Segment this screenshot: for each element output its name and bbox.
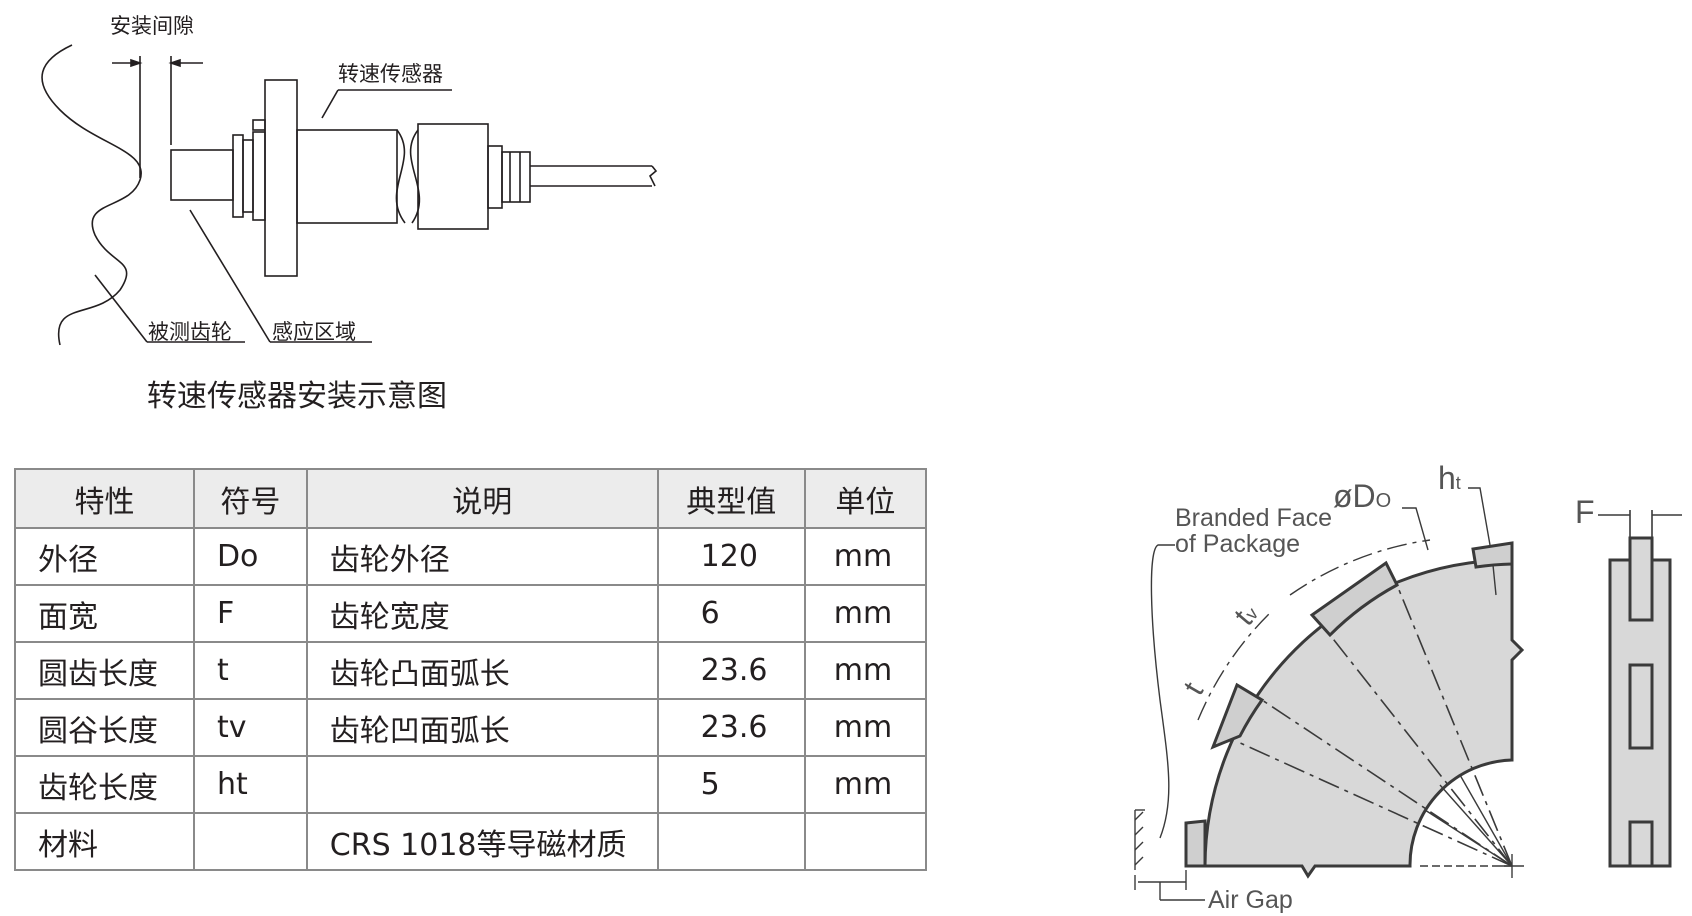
cell-description: 齿轮宽度 [305, 584, 659, 643]
cell-property: 圆齿长度 [14, 641, 195, 700]
gear-wave-outline [41, 44, 142, 346]
cell-unit: mm [803, 641, 928, 700]
table-row: 外径 Do 齿轮外径 120 mm [14, 527, 928, 586]
air-gap-label: Air Gap [1208, 886, 1293, 914]
diameter-symbol: øD [1333, 478, 1376, 514]
cell-property: 齿轮长度 [14, 755, 195, 814]
cell-symbol: tv [192, 698, 308, 757]
cell-symbol: F [192, 584, 308, 643]
cell-value [656, 812, 806, 871]
header-symbol: 符号 [192, 468, 308, 529]
cell-value: 5 [656, 755, 806, 814]
cell-description: 齿轮外径 [305, 527, 659, 586]
cell-symbol: t [192, 641, 308, 700]
header-description: 说明 [305, 468, 659, 529]
table-row: 圆谷长度 tv 齿轮凹面弧长 23.6 mm [14, 698, 928, 757]
ht-symbol: h [1438, 460, 1456, 496]
branded-face-label: Branded Face of Package [1175, 505, 1332, 557]
cell-value: 120 [656, 527, 806, 586]
diameter-subscript: O [1375, 490, 1392, 512]
cell-property: 材料 [14, 812, 195, 871]
tooth-height-label: ht [1438, 460, 1461, 497]
gear-spec-table: 特性 符号 说明 典型值 单位 外径 Do 齿轮外径 120 mm 面宽 F 齿… [14, 468, 928, 871]
ht-subscript: t [1455, 473, 1461, 493]
table-row: 圆齿长度 t 齿轮凸面弧长 23.6 mm [14, 641, 928, 700]
cell-unit [803, 812, 928, 871]
cell-property: 面宽 [14, 584, 195, 643]
table-row: 齿轮长度 ht 5 mm [14, 755, 928, 814]
sensor-label: 转速传感器 [338, 62, 443, 86]
face-width-label: F [1575, 494, 1595, 530]
cell-value: 23.6 [656, 641, 806, 700]
install-diagram-caption: 转速传感器安装示意图 [147, 379, 447, 414]
cell-description [305, 755, 659, 814]
table-header-row: 特性 符号 说明 典型值 单位 [14, 468, 928, 529]
table-row: 面宽 F 齿轮宽度 6 mm [14, 584, 928, 643]
cell-symbol: ht [192, 755, 308, 814]
cell-description: 齿轮凸面弧长 [305, 641, 659, 700]
cell-value: 23.6 [656, 698, 806, 757]
header-property: 特性 [14, 468, 195, 529]
cell-unit: mm [803, 698, 928, 757]
measured-gear-label: 被测齿轮 [148, 320, 232, 344]
cell-description: CRS 1018等导磁材质 [305, 812, 659, 871]
cell-symbol: Do [192, 527, 308, 586]
cell-unit: mm [803, 584, 928, 643]
table-row: 材料 CRS 1018等导磁材质 [14, 812, 928, 871]
cell-unit: mm [803, 755, 928, 814]
cell-symbol [192, 812, 308, 871]
branded-face-line2: of Package [1175, 530, 1301, 558]
cell-description: 齿轮凹面弧长 [305, 698, 659, 757]
gear-quarter-drawing [1134, 487, 1682, 901]
cell-unit: mm [803, 527, 928, 586]
cell-property: 外径 [14, 527, 195, 586]
header-typical-value: 典型值 [656, 468, 806, 529]
cell-property: 圆谷长度 [14, 698, 195, 757]
sensing-zone-label: 感应区域 [272, 320, 356, 344]
install-gap-label: 安装间隙 [110, 14, 194, 38]
branded-face-line1: Branded Face [1175, 504, 1333, 532]
cell-value: 6 [656, 584, 806, 643]
outer-diameter-label: øDO [1333, 478, 1391, 515]
header-unit: 单位 [803, 468, 928, 529]
